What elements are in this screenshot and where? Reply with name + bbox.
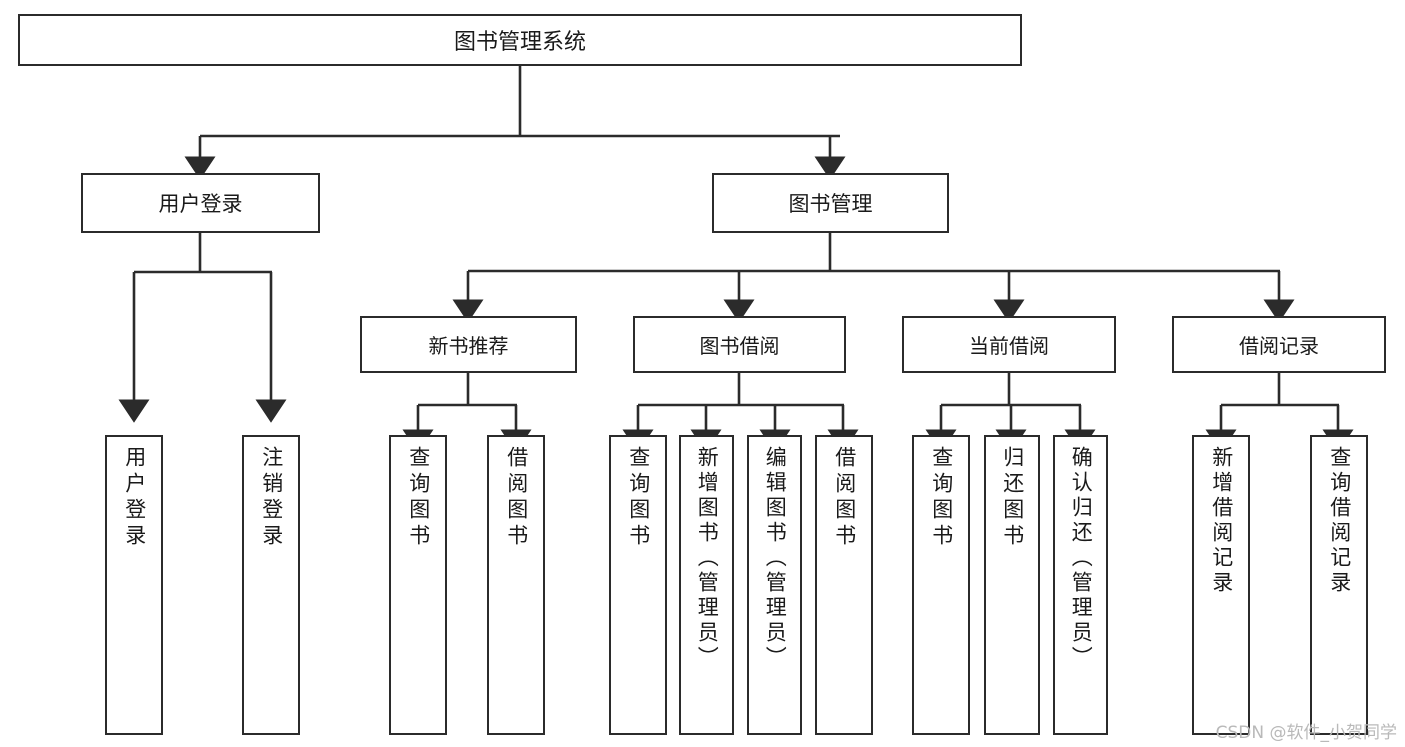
node-leaf-add-book-label: 新增图书（管理员） <box>695 446 720 671</box>
node-new-book-recommend-label: 新书推荐 <box>428 334 509 358</box>
node-leaf-borrow-book-1[interactable]: 借阅图书 <box>487 435 545 735</box>
node-root-label: 图书管理系统 <box>453 30 586 55</box>
node-book-borrow[interactable]: 图书借阅 <box>633 316 846 373</box>
node-leaf-user-login[interactable]: 用户登录 <box>105 435 163 735</box>
node-borrow-record[interactable]: 借阅记录 <box>1172 316 1386 373</box>
node-current-borrow[interactable]: 当前借阅 <box>902 316 1116 373</box>
node-leaf-user-logout-label: 注销登录 <box>259 446 284 550</box>
node-leaf-return-book[interactable]: 归还图书 <box>984 435 1040 735</box>
node-new-book-recommend[interactable]: 新书推荐 <box>360 316 577 373</box>
node-leaf-borrow-book-1-label: 借阅图书 <box>504 446 529 550</box>
node-leaf-add-record[interactable]: 新增借阅记录 <box>1192 435 1250 735</box>
node-leaf-return-book-label: 归还图书 <box>1000 446 1025 550</box>
node-leaf-query-book-3[interactable]: 查询图书 <box>912 435 970 735</box>
node-borrow-record-label: 借阅记录 <box>1239 334 1319 358</box>
node-book-borrow-label: 图书借阅 <box>699 334 780 358</box>
node-leaf-borrow-book-2[interactable]: 借阅图书 <box>815 435 873 735</box>
node-book-manage-label: 图书管理 <box>788 192 873 216</box>
node-leaf-query-book-1-label: 查询图书 <box>406 446 431 550</box>
node-leaf-user-login-label: 用户登录 <box>122 446 147 550</box>
node-leaf-query-record-label: 查询借阅记录 <box>1327 446 1352 596</box>
node-book-manage[interactable]: 图书管理 <box>712 173 949 233</box>
node-leaf-user-logout[interactable]: 注销登录 <box>242 435 300 735</box>
node-leaf-add-record-label: 新增借阅记录 <box>1209 446 1234 596</box>
node-leaf-query-book-2-label: 查询图书 <box>626 446 651 550</box>
node-leaf-query-book-3-label: 查询图书 <box>929 446 954 550</box>
node-user-login[interactable]: 用户登录 <box>81 173 320 233</box>
node-user-login-label: 用户登录 <box>158 192 243 216</box>
node-leaf-query-book-1[interactable]: 查询图书 <box>389 435 447 735</box>
node-current-borrow-label: 当前借阅 <box>969 334 1049 358</box>
node-leaf-query-record[interactable]: 查询借阅记录 <box>1310 435 1368 735</box>
node-root[interactable]: 图书管理系统 <box>18 14 1022 66</box>
watermark: CSDN @软件_小贺同学 <box>1215 723 1397 743</box>
node-leaf-add-book[interactable]: 新增图书（管理员） <box>679 435 734 735</box>
node-leaf-borrow-book-2-label: 借阅图书 <box>832 446 857 550</box>
node-leaf-query-book-2[interactable]: 查询图书 <box>609 435 667 735</box>
node-leaf-edit-book[interactable]: 编辑图书（管理员） <box>747 435 802 735</box>
node-leaf-confirm-return-label: 确认归还（管理员） <box>1069 446 1094 671</box>
node-leaf-confirm-return[interactable]: 确认归还（管理员） <box>1053 435 1108 735</box>
node-leaf-edit-book-label: 编辑图书（管理员） <box>763 446 788 671</box>
